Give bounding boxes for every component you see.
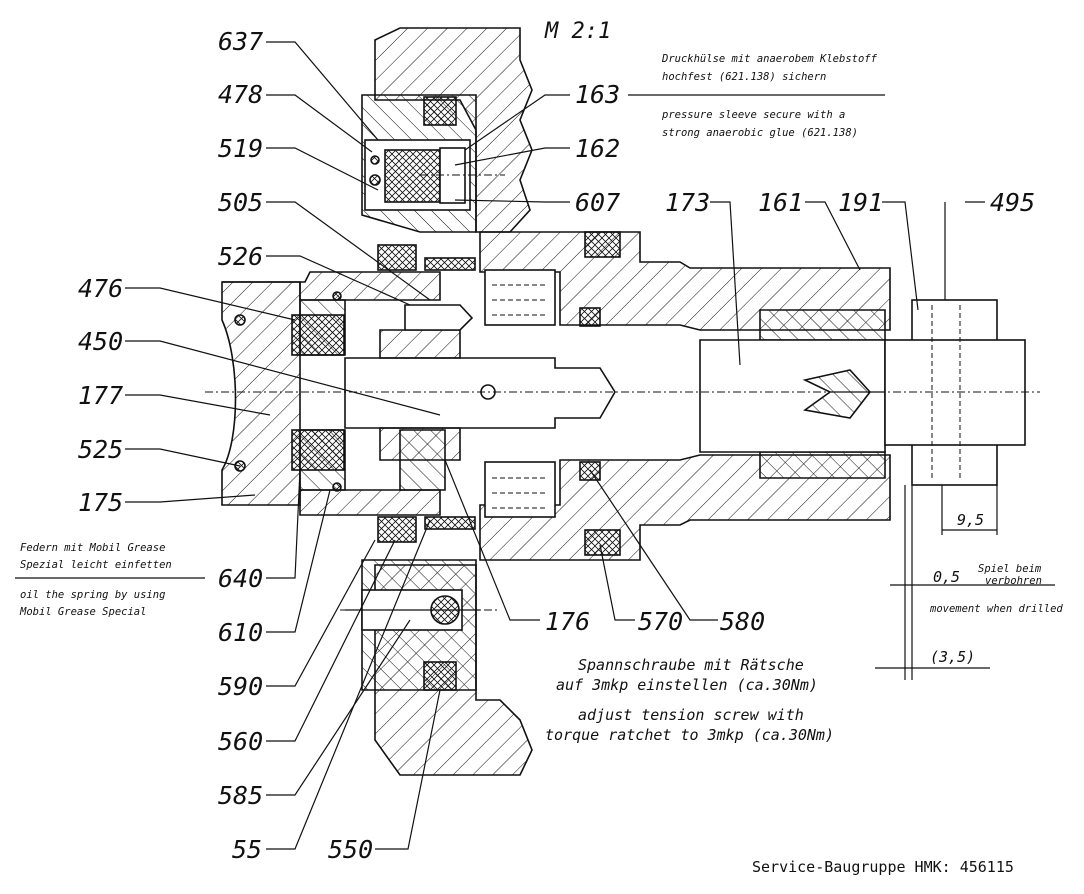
part-label-191: 191 [838, 188, 883, 217]
note-grease-en-1: oil the spring by using [20, 589, 165, 601]
part-label-476: 476 [78, 274, 123, 303]
dim-0-5: 0,5 [933, 568, 960, 586]
note-play-de-1: Spiel beim [978, 563, 1042, 575]
note-play-en: movement when drilled [929, 603, 1063, 615]
dim-3-5: (3,5) [930, 648, 975, 666]
grease-cavity-bottom [484, 461, 556, 518]
spindle [344, 329, 616, 491]
scale-label: M 2:1 [544, 19, 611, 44]
part-label-519: 519 [218, 134, 263, 163]
part-label-580: 580 [720, 607, 765, 636]
inner-bore [699, 339, 900, 453]
part-label-526: 526 [218, 242, 263, 271]
footer-title: Service-Baugruppe HMK: 456115 [752, 858, 1014, 876]
part-label-640: 640 [218, 564, 263, 593]
clamp-block [884, 202, 1026, 486]
note-tension-en-1: adjust tension screw with [578, 706, 804, 724]
note-grease-de-2: Spezial leicht einfetten [20, 559, 172, 571]
part-label-163: 163 [575, 80, 620, 109]
part-label-585: 585 [218, 781, 263, 810]
seals [234, 96, 621, 691]
part-label-550: 550 [328, 835, 373, 864]
note-glue-en-1: pressure sleeve secure with a [661, 109, 845, 121]
part-label-450: 450 [78, 327, 123, 356]
part-label-637: 637 [218, 27, 263, 56]
leader-lines [15, 41, 985, 850]
part-label-175: 175 [78, 488, 123, 517]
note-tension-de-2: auf 3mkp einstellen (ca.30Nm) [556, 676, 818, 694]
part-label-570: 570 [638, 607, 683, 636]
note-glue-de-2: hochfest (621.138) sichern [662, 71, 826, 83]
spring-bottom [291, 429, 345, 471]
part-label-177: 177 [78, 381, 123, 410]
part-label-590: 590 [218, 672, 263, 701]
part-label-161: 161 [758, 188, 803, 217]
dimensions: 9,5 0,5 (3,5) [875, 485, 1055, 680]
part-label-176: 176 [545, 607, 590, 636]
part-label-560: 560 [218, 727, 263, 756]
part-label-610: 610 [218, 618, 263, 647]
note-glue-de-1: Druckhülse mit anaerobem Klebstoff [661, 53, 878, 65]
note-grease-en-2: Mobil Grease Special [19, 606, 146, 618]
part-label-478: 478 [218, 80, 263, 109]
part-label-505: 505 [218, 188, 263, 217]
part-label-607: 607 [575, 188, 620, 217]
pin-526 [404, 304, 474, 331]
note-play-de-2: verbohren [985, 575, 1042, 587]
note-glue-en-2: strong anaerobic glue (621.138) [662, 127, 858, 139]
part-labels: 637 478 519 505 526 476 450 177 525 175 … [78, 27, 1035, 864]
note-tension-de-1: Spannschraube mit Rätsche [578, 656, 804, 674]
note-tension-en-2: torque ratchet to 3mkp (ca.30Nm) [545, 726, 834, 744]
grease-cavity-top [484, 269, 556, 326]
part-label-525: 525 [78, 435, 123, 464]
part-label-55: 55 [232, 835, 262, 864]
part-label-495: 495 [990, 188, 1035, 217]
main-body [479, 231, 891, 561]
dim-9-5: 9,5 [957, 511, 984, 529]
note-grease-de-1: Federn mit Mobil Grease [20, 542, 165, 554]
spring-top [291, 314, 345, 356]
part-label-162: 162 [575, 134, 620, 163]
part-label-173: 173 [665, 188, 710, 217]
